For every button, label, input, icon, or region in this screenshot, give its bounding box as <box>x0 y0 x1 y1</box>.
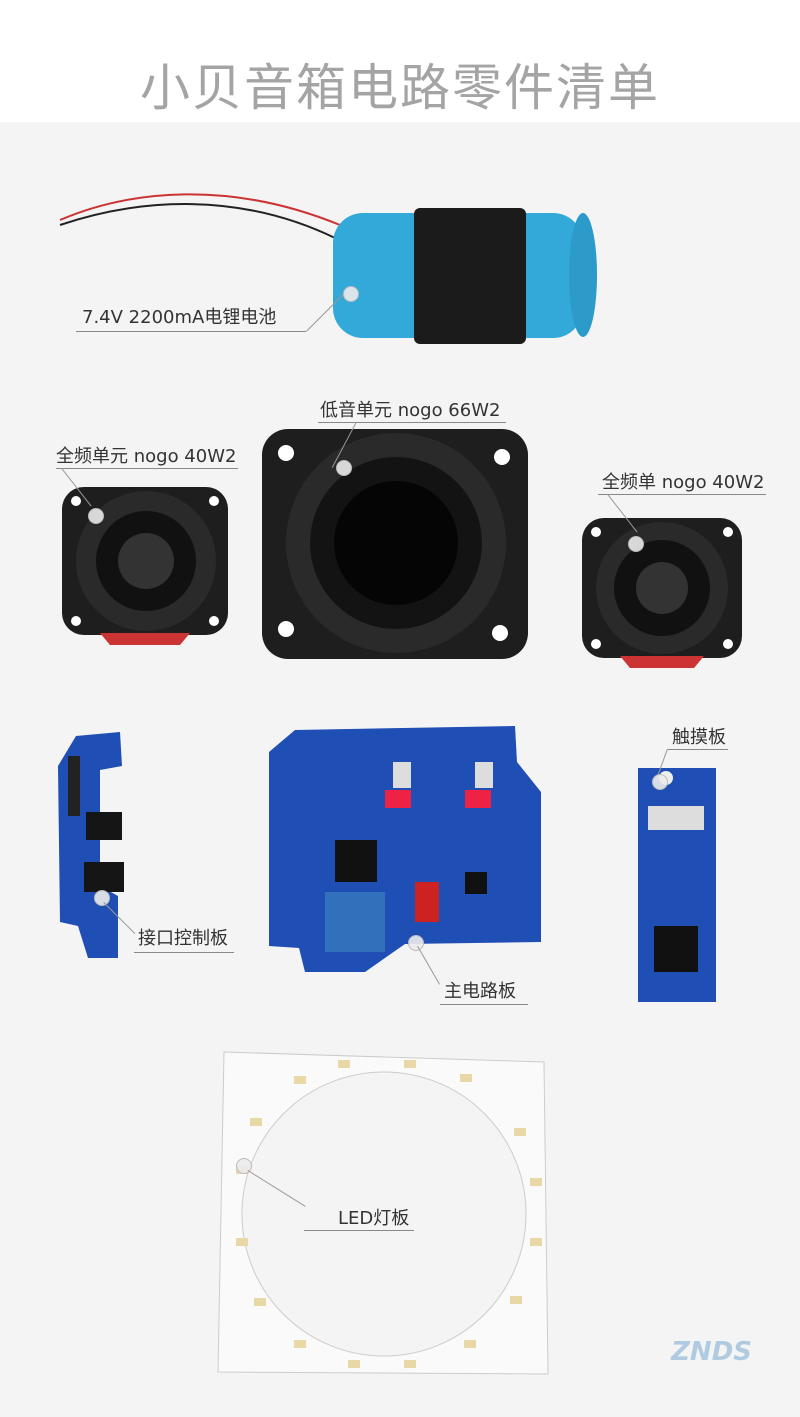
battery-label-underline <box>76 331 306 332</box>
woofer-image <box>262 429 528 659</box>
right-speaker-image <box>582 518 742 668</box>
right-fullrange-label-underline <box>598 494 766 495</box>
main-board-image <box>269 726 541 972</box>
interface-board-label: 接口控制板 <box>138 928 228 949</box>
woofer-label-underline <box>318 422 506 423</box>
left-fullrange-label-underline <box>56 468 238 469</box>
left-fullrange-label: 全频单元 nogo 40W2 <box>56 446 237 467</box>
led-board-label-underline <box>304 1230 414 1231</box>
battery-image <box>59 193 597 344</box>
battery-label: 7.4V 2200mA电锂电池 <box>82 307 277 328</box>
main-board-label: 主电路板 <box>444 981 516 1002</box>
main-board-marker-dot <box>408 935 424 951</box>
woofer-marker-dot <box>336 460 352 476</box>
touch-board-label-underline <box>668 749 728 750</box>
right-fullrange-label: 全频单 nogo 40W2 <box>602 472 765 493</box>
left-fullrange-marker-dot <box>88 508 104 524</box>
woofer-label: 低音单元 nogo 66W2 <box>320 400 501 421</box>
main-board-label-underline <box>440 1004 528 1005</box>
touch-board-label: 触摸板 <box>672 727 726 748</box>
led-board-label: LED灯板 <box>338 1208 410 1229</box>
battery-marker-dot <box>343 286 359 302</box>
interface-board-label-underline <box>134 952 234 953</box>
left-speaker-image <box>62 487 228 645</box>
touch-board-image <box>638 768 716 1002</box>
page-title: 小贝音箱电路零件清单 <box>140 59 660 117</box>
right-fullrange-marker-dot <box>628 536 644 552</box>
interface-board-image <box>58 732 124 958</box>
touch-board-marker-dot <box>652 774 668 790</box>
watermark-logo: ZNDS <box>671 1337 752 1367</box>
led-board-image <box>217 1051 549 1375</box>
interface-board-marker-dot <box>94 890 110 906</box>
